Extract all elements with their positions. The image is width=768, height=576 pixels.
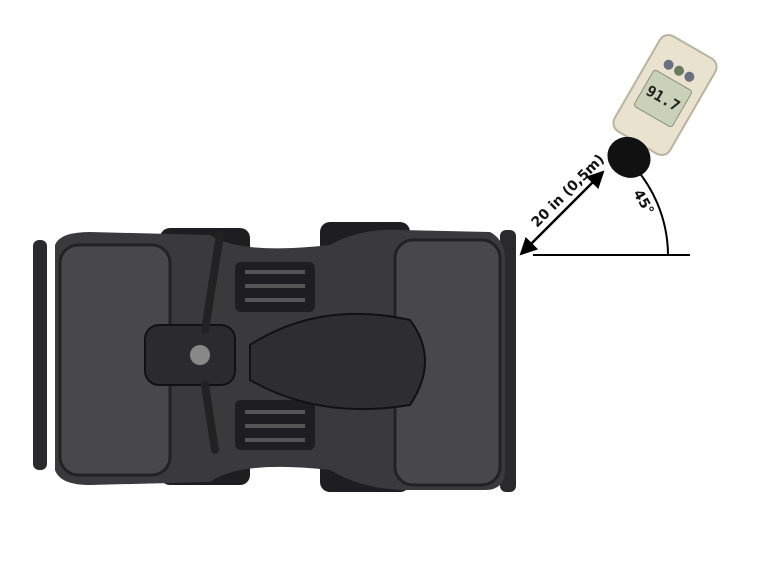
atv-top-view-icon <box>33 222 516 492</box>
sound-level-meter-icon: 91.7 <box>607 34 718 178</box>
distance-label: 20 in (0,5m) <box>529 151 608 230</box>
distance-arrow-icon <box>519 170 605 256</box>
